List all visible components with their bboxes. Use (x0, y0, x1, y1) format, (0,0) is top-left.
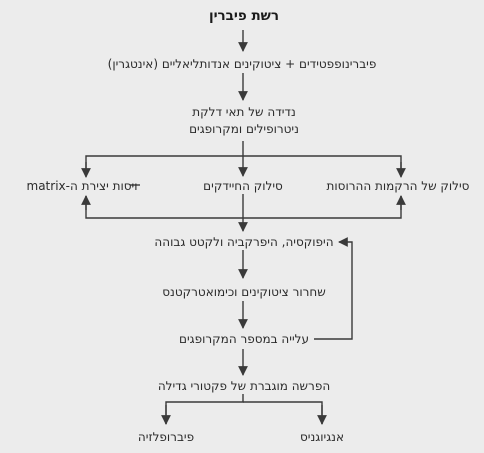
node-fibrin-network: רשת פיברין (208, 8, 280, 24)
node-matrix-regulation: ויסות יצירת ה-matrix (26, 179, 138, 193)
node-chemotaxis-line2: ניטרופילים ומקרופגים (189, 122, 299, 136)
branch-to-angiogenesis (243, 401, 323, 424)
node-fibrinopeptides: פיברינופפטידים + ציטוקינים אנדותליאליים … (107, 57, 377, 71)
node-macrophage-increase: עלייה במספר המקרופגים (179, 332, 309, 346)
node-debris-removal: סילוק של הרקמות ההרוסות (326, 179, 470, 193)
node-hypoxia: היפוקסיה, היפרקביה ולקטט גבוהה (154, 235, 334, 249)
node-bacteria-removal: סילוק החיידקים (203, 179, 283, 193)
feedback-loop-macrophages-to-hypoxia (314, 237, 353, 340)
node-chemotaxis-line1: נדידה של תאי דלקת (192, 105, 296, 119)
split-to-outcomes (165, 394, 244, 424)
node-growth-factors: הפרשה מוגברת של פקטורי גדילה (157, 379, 331, 393)
node-cytokine-release: שחרור ציטוקינים וכימואטרקטנס (162, 285, 326, 299)
node-fibroplasia: פיברופלזיה (137, 430, 195, 444)
node-angiogenesis: אנגיוגניס (300, 430, 344, 444)
